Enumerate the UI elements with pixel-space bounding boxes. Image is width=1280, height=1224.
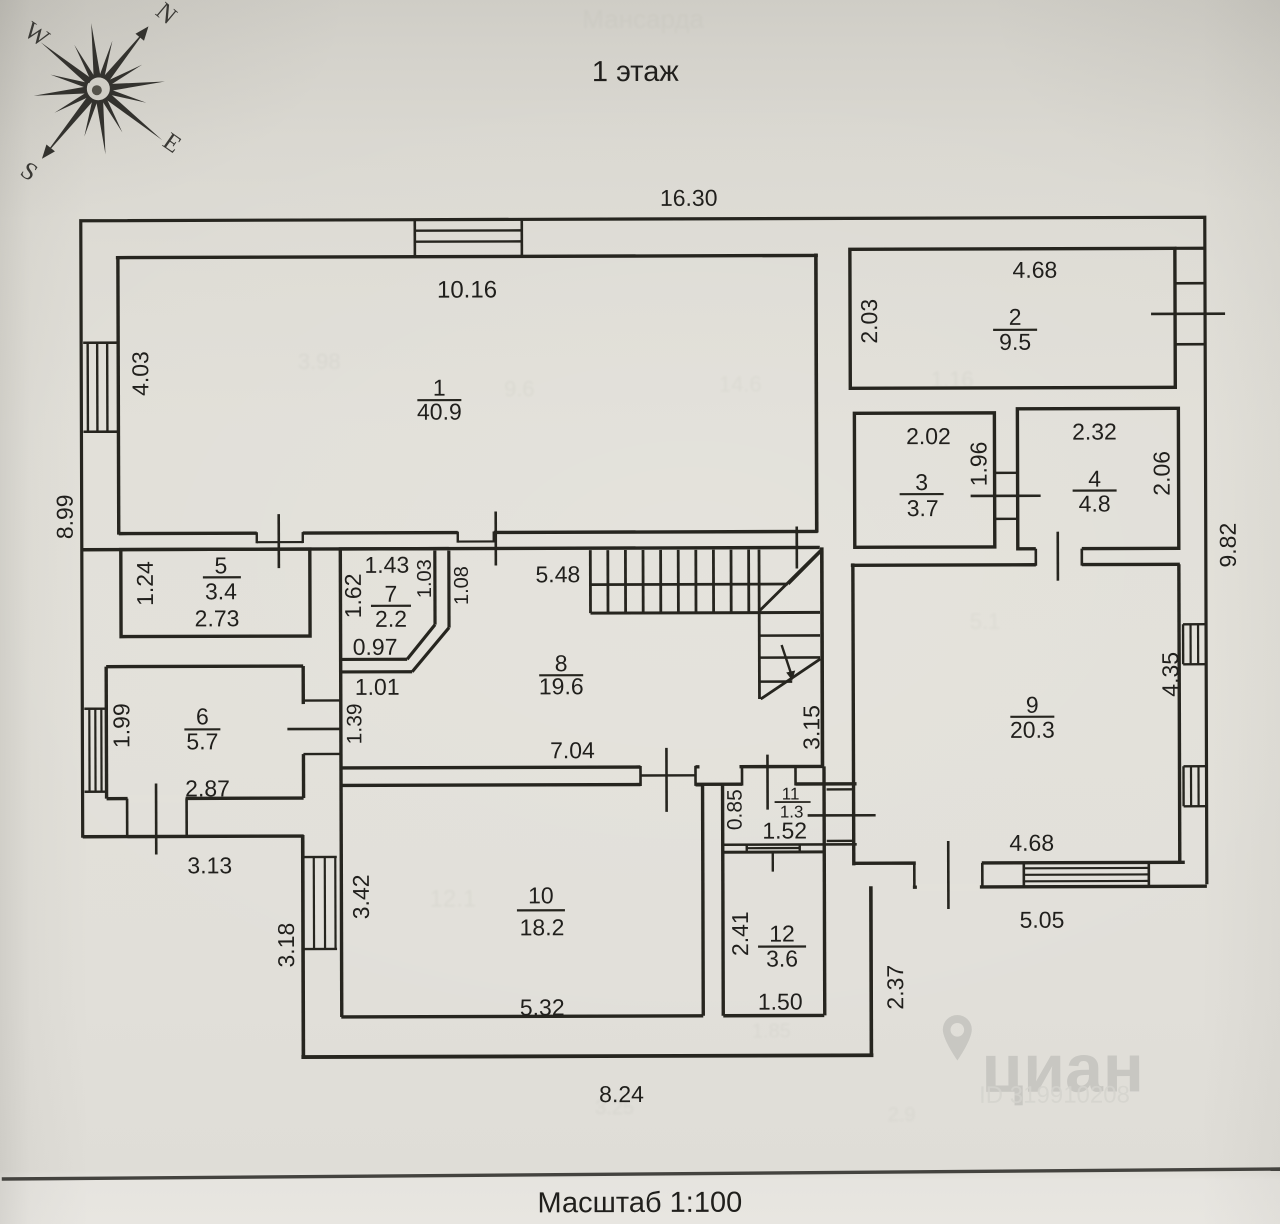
svg-text:3.15: 3.15 [798,705,824,750]
svg-text:S: S [15,157,42,187]
svg-text:5.1: 5.1 [970,609,1001,634]
svg-text:2.06: 2.06 [1148,451,1174,496]
svg-text:6: 6 [196,703,209,729]
svg-text:4: 4 [1088,466,1101,492]
svg-text:ID 319910208: ID 319910208 [979,1081,1130,1108]
svg-text:Масштаб 1:100: Масштаб 1:100 [537,1187,742,1220]
svg-text:2: 2 [1009,304,1022,330]
svg-text:1.01: 1.01 [355,674,400,700]
svg-text:4.68: 4.68 [1009,830,1054,856]
svg-text:3.25: 3.25 [595,1097,634,1119]
svg-text:1 этаж: 1 этаж [592,56,680,88]
svg-text:1.96: 1.96 [965,442,991,487]
svg-text:N: N [150,0,181,30]
svg-text:1.62: 1.62 [340,573,366,618]
svg-text:E: E [158,128,186,159]
svg-text:4.03: 4.03 [127,351,153,396]
svg-text:11: 11 [782,785,800,804]
svg-text:1: 1 [433,375,446,401]
svg-text:19.6: 19.6 [539,673,584,699]
svg-text:9.5: 9.5 [999,329,1031,355]
svg-text:2.73: 2.73 [195,605,240,631]
svg-text:0.97: 0.97 [353,634,398,660]
svg-text:9.82: 9.82 [1215,523,1241,568]
svg-text:1.16: 1.16 [931,367,974,392]
svg-text:циан: циан [981,1030,1144,1107]
svg-text:2.9: 2.9 [888,1104,916,1126]
svg-text:5: 5 [214,552,227,578]
svg-text:5.32: 5.32 [520,994,565,1020]
svg-text:18.2: 18.2 [520,914,565,940]
svg-text:14.6: 14.6 [719,372,762,397]
svg-text:20.3: 20.3 [1010,717,1055,743]
svg-text:3: 3 [915,469,928,495]
svg-text:2.87: 2.87 [185,775,230,801]
svg-text:1.3: 1.3 [780,802,804,821]
svg-text:3.42: 3.42 [348,874,374,919]
svg-text:4.8: 4.8 [1079,491,1111,517]
svg-text:40.9: 40.9 [417,399,462,425]
svg-text:8: 8 [555,650,568,676]
svg-text:5.48: 5.48 [535,561,580,587]
svg-text:8.99: 8.99 [52,494,78,539]
svg-text:3.98: 3.98 [298,349,341,374]
svg-text:1.99: 1.99 [108,703,134,748]
svg-text:1.50: 1.50 [758,988,803,1014]
svg-text:1.85: 1.85 [752,1021,791,1043]
svg-text:2.03: 2.03 [856,299,882,344]
svg-text:4.35: 4.35 [1157,652,1183,697]
svg-text:10: 10 [528,882,554,908]
svg-text:1.39: 1.39 [343,703,366,744]
svg-text:7.04: 7.04 [550,737,595,763]
svg-text:3.6: 3.6 [766,946,798,972]
svg-text:2.2: 2.2 [375,606,407,632]
svg-text:1.08: 1.08 [451,566,473,605]
svg-text:0.85: 0.85 [724,789,747,830]
svg-text:2.32: 2.32 [1072,419,1117,445]
svg-text:12: 12 [769,921,795,947]
svg-text:3.7: 3.7 [907,495,939,521]
svg-text:Мансарда: Мансарда [582,4,704,34]
svg-text:1.52: 1.52 [762,817,807,843]
svg-text:2.37: 2.37 [882,965,908,1010]
svg-text:12.1: 12.1 [429,886,476,913]
svg-text:3.18: 3.18 [273,923,299,968]
svg-text:8.24: 8.24 [599,1081,644,1107]
svg-text:16.30: 16.30 [660,185,718,211]
svg-text:3.4: 3.4 [205,578,237,604]
svg-text:10.16: 10.16 [437,276,497,303]
svg-text:9.6: 9.6 [504,376,535,401]
svg-text:5.7: 5.7 [186,728,218,754]
svg-text:W: W [19,17,54,53]
svg-text:2.41: 2.41 [727,911,753,956]
svg-text:9: 9 [1026,692,1039,718]
svg-text:7: 7 [385,581,398,607]
svg-text:4.68: 4.68 [1013,257,1058,283]
svg-text:1.24: 1.24 [132,561,158,606]
svg-text:5.05: 5.05 [1020,907,1065,933]
svg-text:3.13: 3.13 [187,852,232,878]
svg-text:2.02: 2.02 [906,423,951,449]
svg-text:1.43: 1.43 [364,552,409,578]
svg-text:1.03: 1.03 [414,559,436,598]
